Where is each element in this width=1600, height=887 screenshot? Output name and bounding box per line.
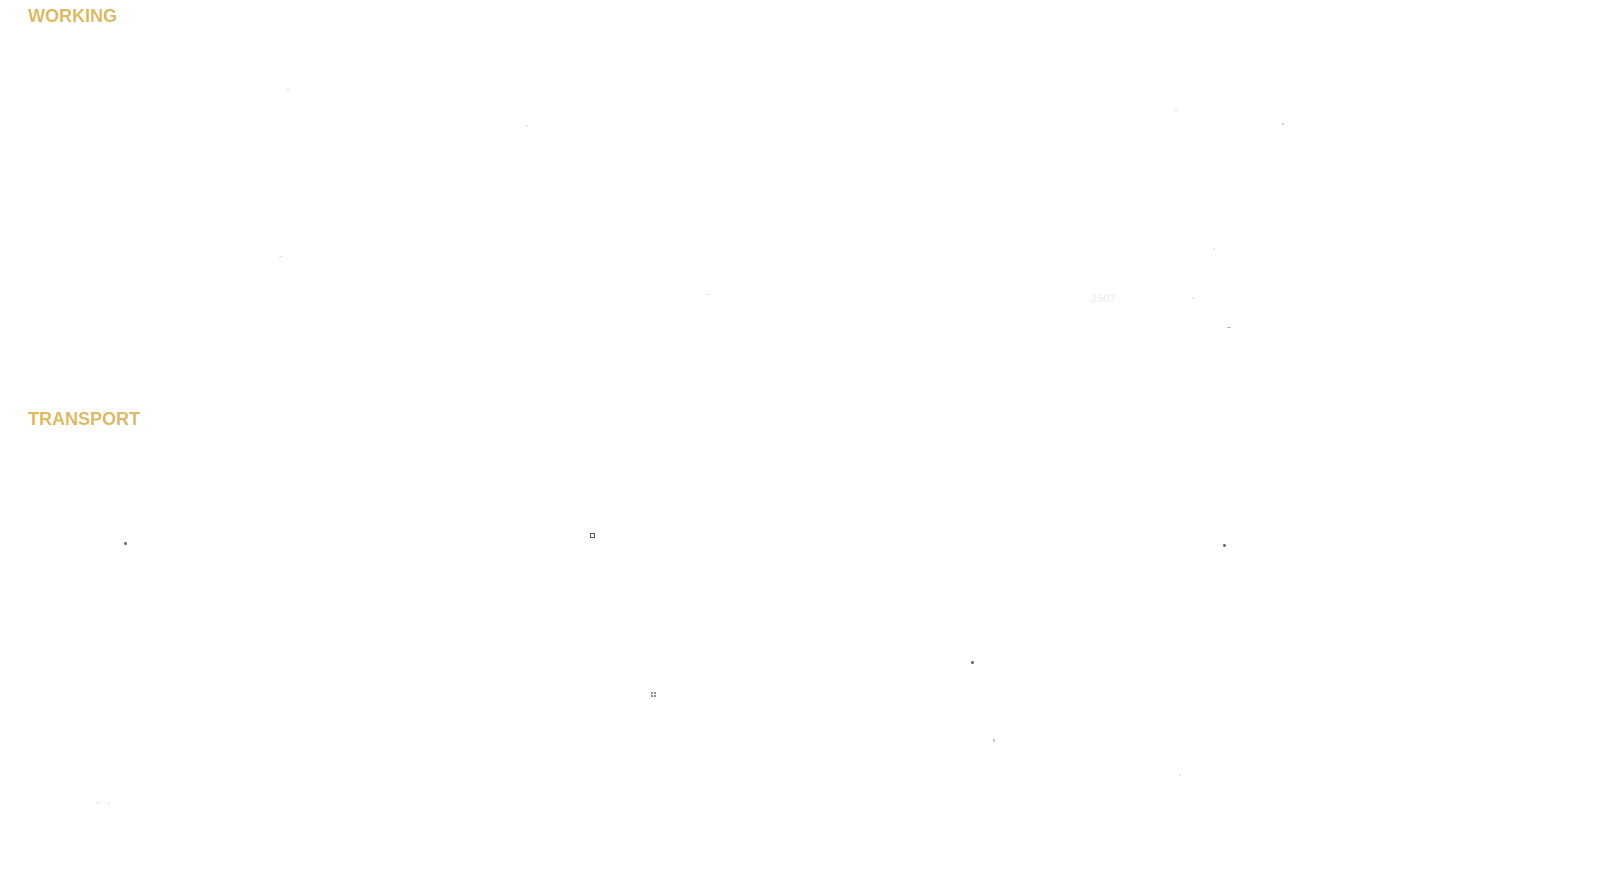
transport-section: TRANSPORT — [0, 400, 1600, 887]
map-marker — [651, 695, 653, 697]
map-marker — [97, 802, 99, 804]
working-section-title: WORKING — [28, 6, 117, 26]
map-marker — [651, 692, 653, 694]
working-area-label: 2507 — [1091, 293, 1116, 305]
map-marker — [1227, 327, 1231, 328]
map-marker — [287, 88, 289, 90]
map-marker — [1223, 544, 1226, 547]
map-marker — [993, 739, 995, 742]
map-marker — [1282, 123, 1284, 125]
transport-section-title: TRANSPORT — [28, 409, 140, 429]
map-marker — [1213, 248, 1215, 250]
map-marker — [1179, 774, 1181, 776]
map-marker — [1175, 109, 1177, 111]
map-marker — [590, 533, 595, 538]
map-marker — [526, 125, 528, 127]
map-marker — [124, 542, 127, 545]
map-marker — [1192, 297, 1194, 299]
map-marker — [108, 802, 110, 804]
map-marker — [971, 661, 974, 664]
map-marker — [654, 695, 656, 697]
working-section: WORKING 2507 — [0, 0, 1600, 400]
map-marker — [707, 294, 710, 295]
map-marker — [279, 256, 282, 257]
map-marker — [654, 692, 656, 694]
